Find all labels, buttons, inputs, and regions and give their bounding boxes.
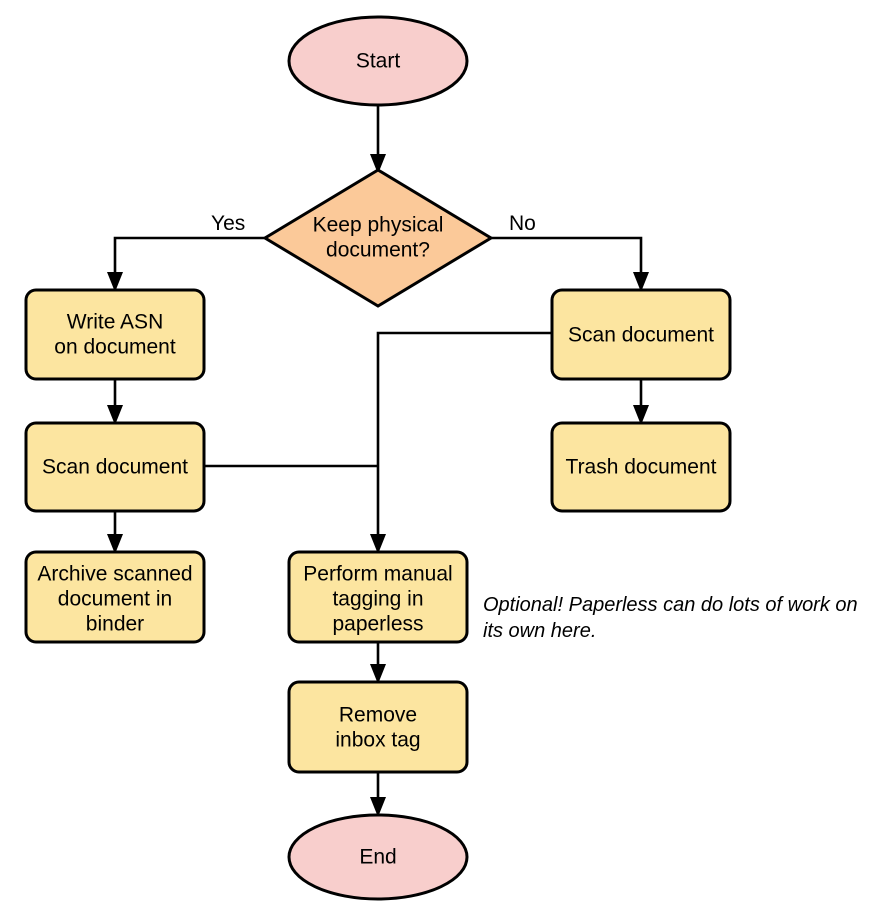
- arrowhead-icon: [107, 405, 123, 425]
- optional-note-line2: its own here.: [483, 620, 596, 642]
- arrowhead-icon: [370, 534, 386, 554]
- node-remove-inbox-label-line1: Remove: [339, 704, 417, 727]
- start-ellipse-shape[interactable]: [287, 15, 469, 107]
- node-write-asn-label-line2: on document: [54, 336, 176, 359]
- edge-decision-no-to-scan-right: [491, 236, 649, 292]
- node-perform-manual-tagging[interactable]: Perform manual tagging in paperless: [287, 550, 469, 644]
- node-scan-document-left[interactable]: Scan document: [24, 421, 206, 513]
- node-decision-label-line2: document?: [326, 239, 430, 262]
- annotation-optional-note: Optional! Paperless can do lots of work …: [483, 594, 858, 642]
- edge-line: [376, 331, 552, 542]
- end-ellipse-shape[interactable]: [287, 813, 469, 901]
- node-end[interactable]: End: [287, 813, 469, 901]
- arrowhead-icon: [633, 272, 649, 292]
- edge-remove-inbox-to-end: [370, 772, 386, 817]
- node-trash-label: Trash document: [566, 456, 717, 479]
- process-box-shape[interactable]: [24, 421, 206, 513]
- node-write-asn-on-document[interactable]: Write ASN on document: [24, 288, 206, 381]
- edge-write-asn-to-scan-left: [107, 379, 123, 425]
- optional-note-line1: Optional! Paperless can do lots of work …: [483, 594, 858, 616]
- node-remove-inbox-label-line2: inbox tag: [335, 729, 420, 752]
- process-box-shape[interactable]: [287, 680, 469, 774]
- edge-label-yes: Yes: [211, 212, 245, 235]
- node-start-label: Start: [356, 50, 401, 73]
- process-box-shape[interactable]: [24, 550, 206, 644]
- node-archive-label-line1: Archive scanned: [37, 563, 192, 586]
- arrowhead-icon: [370, 154, 386, 174]
- arrowhead-icon: [107, 534, 123, 554]
- node-write-asn-label-line1: Write ASN: [67, 311, 163, 334]
- node-end-label: End: [359, 846, 396, 869]
- node-trash-document[interactable]: Trash document: [550, 421, 732, 513]
- node-archive-label-line3: binder: [86, 613, 144, 636]
- edge-label-no: No: [509, 212, 536, 235]
- node-tagging-label-line2: tagging in: [332, 588, 423, 611]
- edge-decision-yes-to-write-asn: [107, 236, 265, 292]
- edge-scan-right-to-tagging: [370, 331, 552, 554]
- arrowhead-icon: [370, 664, 386, 684]
- node-tagging-label-line1: Perform manual: [303, 563, 452, 586]
- process-box-shape[interactable]: [550, 288, 732, 381]
- arrowhead-icon: [633, 405, 649, 425]
- edge-line: [113, 236, 265, 280]
- node-decision-label-line1: Keep physical: [313, 214, 444, 237]
- node-scan-left-label: Scan document: [42, 456, 188, 479]
- edge-scan-left-to-archive: [107, 511, 123, 554]
- node-remove-inbox-tag[interactable]: Remove inbox tag: [287, 680, 469, 774]
- node-archive-label-line2: document in: [58, 588, 172, 611]
- node-start[interactable]: Start: [287, 15, 469, 107]
- arrowhead-icon: [370, 797, 386, 817]
- edge-scan-right-to-trash: [633, 379, 649, 425]
- decision-diamond-shape[interactable]: [262, 168, 494, 308]
- edge-start-to-decision: [370, 101, 386, 174]
- process-box-shape[interactable]: [287, 550, 469, 644]
- edge-tagging-to-remove-inbox: [370, 642, 386, 684]
- process-box-shape[interactable]: [24, 288, 206, 381]
- node-scan-right-label: Scan document: [568, 324, 714, 347]
- node-archive-scanned-document[interactable]: Archive scanned document in binder: [24, 550, 206, 644]
- process-box-shape[interactable]: [550, 421, 732, 513]
- node-scan-document-right[interactable]: Scan document: [550, 288, 732, 381]
- node-tagging-label-line3: paperless: [332, 613, 423, 636]
- edge-line: [491, 236, 643, 280]
- node-decision-keep-physical-document[interactable]: Keep physical document?: [262, 168, 494, 308]
- arrowhead-icon: [107, 272, 123, 292]
